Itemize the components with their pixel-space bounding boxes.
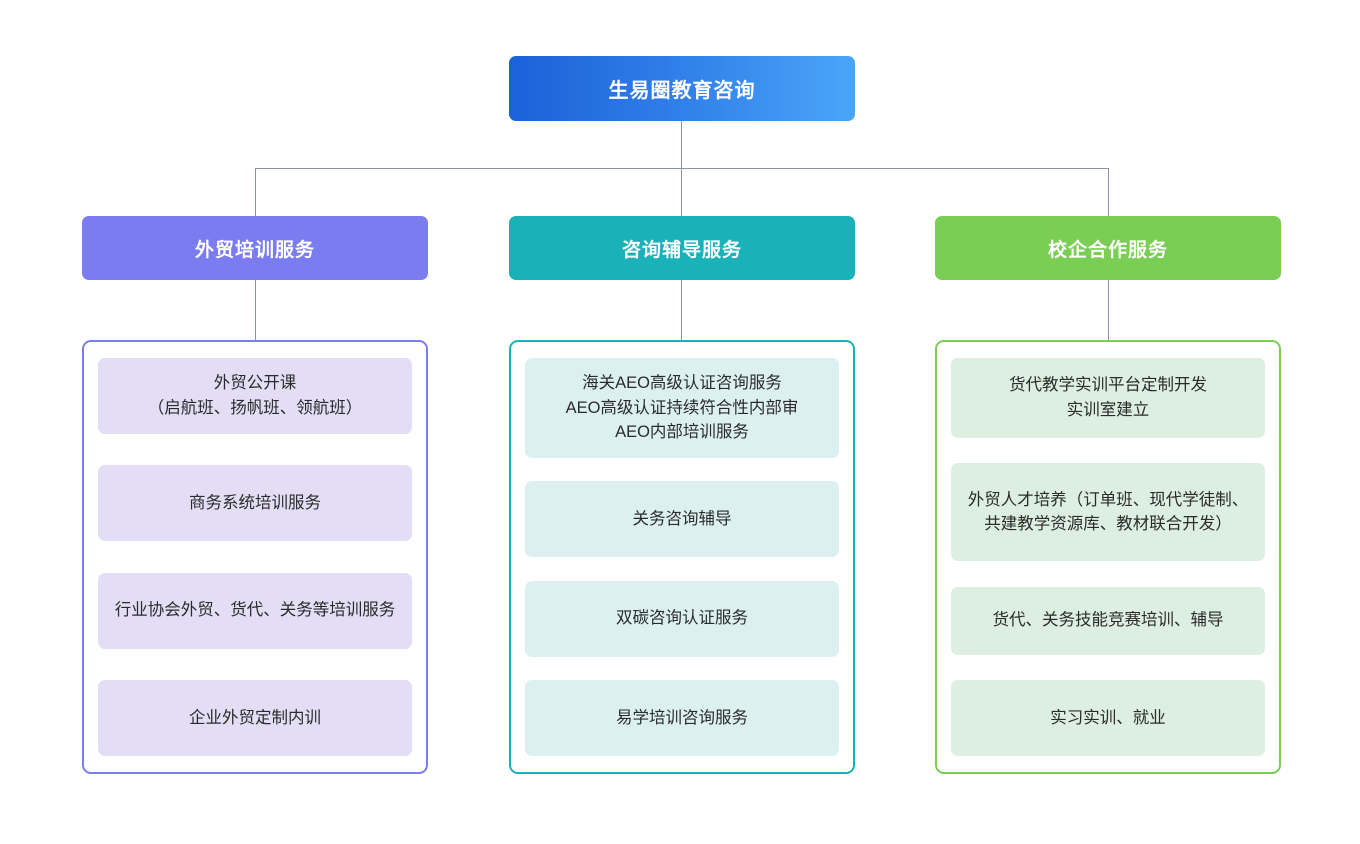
- service-item[interactable]: 外贸公开课 （启航班、扬帆班、领航班）: [98, 358, 412, 434]
- connector-branch-left-to-items: [255, 280, 256, 342]
- service-item[interactable]: 货代教学实训平台定制开发 实训室建立: [951, 358, 1265, 438]
- branch-header-school-enterprise[interactable]: 校企合作服务: [935, 216, 1281, 280]
- items-container-training: 外贸公开课 （启航班、扬帆班、领航班） 商务系统培训服务 行业协会外贸、货代、关…: [82, 340, 428, 774]
- service-item[interactable]: 外贸人才培养（订单班、现代学徒制、共建教学资源库、教材联合开发）: [951, 463, 1265, 562]
- service-item[interactable]: 易学培训咨询服务: [525, 679, 839, 756]
- items-container-school-enterprise: 货代教学实训平台定制开发 实训室建立 外贸人才培养（订单班、现代学徒制、共建教学…: [935, 340, 1281, 774]
- branch-column-consulting: 咨询辅导服务: [509, 216, 855, 280]
- service-item[interactable]: 商务系统培训服务: [98, 465, 412, 542]
- service-item[interactable]: 关务咨询辅导: [525, 481, 839, 558]
- connector-branch-right-to-items: [1108, 280, 1109, 342]
- connector-down-to-branch-left: [255, 168, 256, 216]
- connector-down-to-branch-middle: [681, 168, 682, 216]
- service-item[interactable]: 货代、关务技能竞赛培训、辅导: [951, 586, 1265, 655]
- service-item[interactable]: 海关AEO高级认证咨询服务 AEO高级认证持续符合性内部审 AEO内部培训服务: [525, 358, 839, 458]
- branch-header-label: 校企合作服务: [1047, 239, 1168, 261]
- branch-column-school-enterprise: 校企合作服务: [935, 216, 1281, 280]
- service-item[interactable]: 实习实训、就业: [951, 679, 1265, 756]
- root-node[interactable]: 生易圈教育咨询: [509, 56, 855, 121]
- service-item[interactable]: 企业外贸定制内训: [98, 679, 412, 756]
- connector-down-to-branch-right: [1108, 168, 1109, 216]
- branch-header-consulting[interactable]: 咨询辅导服务: [509, 216, 855, 280]
- branch-header-label: 咨询辅导服务: [621, 239, 742, 261]
- items-container-consulting: 海关AEO高级认证咨询服务 AEO高级认证持续符合性内部审 AEO内部培训服务 …: [509, 340, 855, 774]
- root-node-label: 生易圈教育咨询: [608, 80, 756, 102]
- connector-root-down: [681, 121, 682, 168]
- branch-column-training: 外贸培训服务: [82, 216, 428, 280]
- service-item[interactable]: 双碳咨询认证服务: [525, 580, 839, 657]
- service-item[interactable]: 行业协会外贸、货代、关务等培训服务: [98, 572, 412, 649]
- branch-header-label: 外贸培训服务: [194, 239, 315, 261]
- branch-header-training[interactable]: 外贸培训服务: [82, 216, 428, 280]
- connector-branch-middle-to-items: [681, 280, 682, 342]
